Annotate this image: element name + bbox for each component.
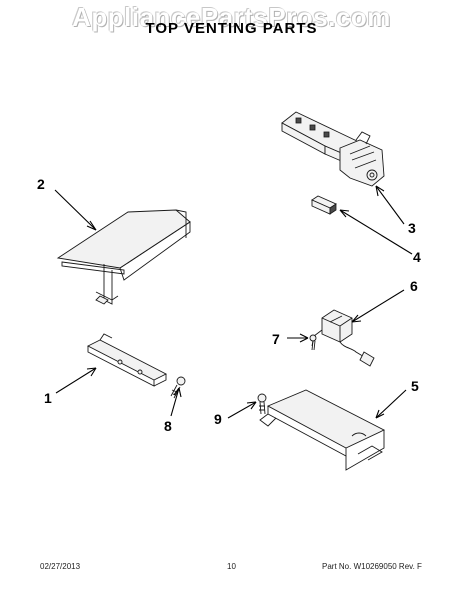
leader-4 xyxy=(339,209,413,255)
callout-7: 7 xyxy=(272,331,280,347)
footer-date: 02/27/2013 xyxy=(40,562,81,571)
footer-part-number: Part No. W10269050 Rev. F xyxy=(322,562,422,571)
callout-6: 6 xyxy=(410,278,418,294)
callout-3: 3 xyxy=(408,220,416,236)
part-1-bracket xyxy=(87,333,167,387)
part-3-vent-motor-housing xyxy=(281,111,385,187)
callout-5: 5 xyxy=(411,378,419,394)
leader-9 xyxy=(227,401,257,419)
part-9-screw xyxy=(257,393,267,415)
callout-8: 8 xyxy=(164,418,172,434)
part-7-screw xyxy=(309,334,317,351)
page-title: TOP VENTING PARTS xyxy=(145,20,318,37)
callout-9: 9 xyxy=(214,411,222,427)
leader-1 xyxy=(55,367,97,394)
leader-lines xyxy=(54,185,413,419)
leader-3 xyxy=(375,185,405,225)
callout-1: 1 xyxy=(44,390,52,406)
part-8-screw xyxy=(170,376,186,399)
leader-8 xyxy=(170,387,180,417)
part-4-connector-block xyxy=(311,195,337,215)
callout-4: 4 xyxy=(413,249,421,265)
part-2-vent-panel xyxy=(56,209,191,305)
watermark-text: AppliancePartsPros.com xyxy=(72,2,391,32)
part-6-transformer-harness xyxy=(311,309,375,367)
leader-2 xyxy=(54,189,97,231)
leader-5 xyxy=(375,389,407,419)
leader-6 xyxy=(351,289,405,323)
callout-2: 2 xyxy=(37,176,45,192)
footer-page-number: 10 xyxy=(227,562,236,571)
part-5-shelf-plate xyxy=(259,389,386,471)
